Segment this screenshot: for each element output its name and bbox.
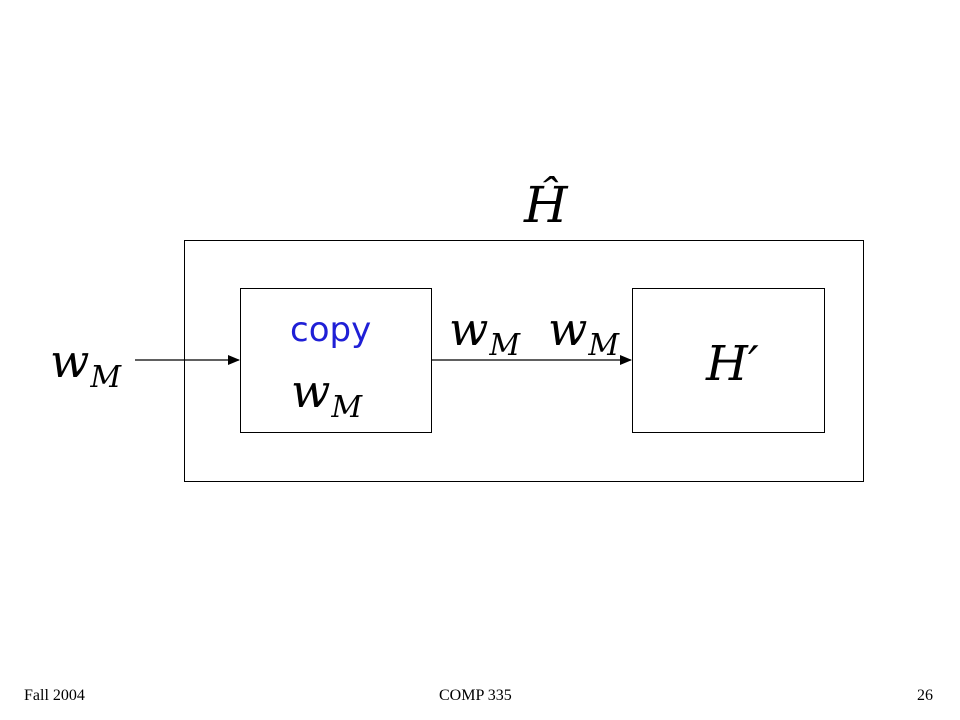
h-prime-box (632, 288, 825, 433)
h-prime-label: H′ (706, 336, 759, 392)
copy-box (240, 288, 432, 433)
input-w-m-label: wM (50, 334, 122, 395)
tape-w-m-1: wM (449, 302, 521, 363)
tape-w-m-2: wM (548, 302, 620, 363)
outer-machine-box (184, 240, 864, 482)
footer-page-number: 26 (917, 687, 933, 704)
copy-box-w-m: wM (291, 364, 363, 425)
footer-left-date: Fall 2004 (24, 687, 85, 704)
copy-label: copy (290, 310, 372, 350)
outer-machine-label: Ĥ (524, 176, 568, 234)
footer-course: COMP 335 (439, 687, 512, 704)
